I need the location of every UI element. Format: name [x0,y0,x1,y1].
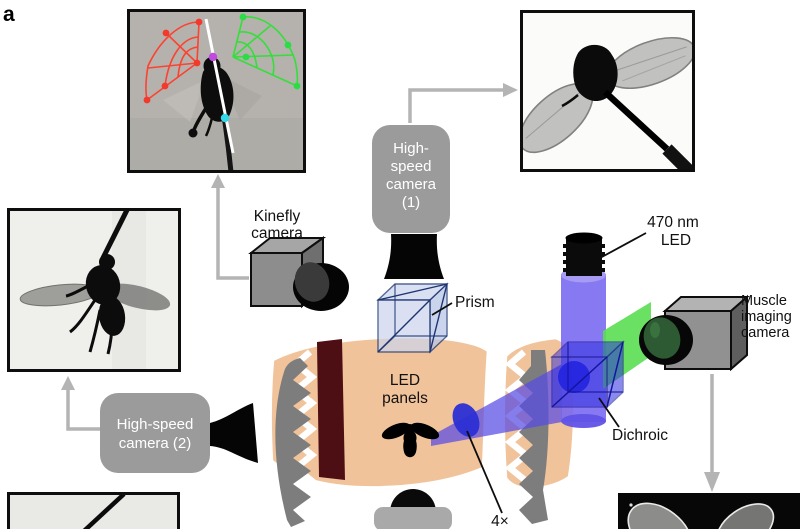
tether-closeup-border [7,492,180,529]
highspeed-camera-2-label-line1: High-speed [117,416,194,433]
highspeed-camera-1-label-line2: speed [391,158,432,175]
highspeed-camera-1-label-line3: camera [386,176,437,193]
left-wing-tracker-fan [145,21,200,101]
arrowhead-highspeed2 [61,376,75,390]
led470-label-line2: LED [661,232,691,249]
bottom-objective-icon [374,489,452,529]
highspeed-camera-2-lens-icon [210,403,258,463]
prism-leader-line [431,302,453,316]
highspeed-camera-1-label-line1: High- [393,140,429,157]
fly-silhouette [188,57,234,173]
objective-leader-line [466,430,503,514]
kinefly-view-photo [127,9,306,173]
highspeed-camera-2-label-line2: camera (2) [119,435,192,452]
tether-closeup-photo [7,492,180,529]
highspeed1-view-photo [520,10,695,172]
arena-left-gap [290,349,318,510]
kinefly-camera-label-line2: camera [251,225,303,242]
muscle-camera-label-line3: camera [741,325,790,341]
highspeed-camera-1-box: High- speed camera (1) [372,125,450,279]
muscle-view-photo [618,493,800,529]
led-panels-label-line1: LED [390,372,420,389]
right-wing-tracker-fan [232,16,299,87]
arrow-to-kinefly-view [216,187,249,280]
head-marker-dot [208,52,218,62]
left-wing-tracker-dots [143,18,203,104]
objective-lens-icon [452,403,480,437]
objective-4x-label: 4× [491,513,509,529]
abdomen-marker-dot [220,113,230,123]
kinefly-camera-label-line1: Kinefly [254,208,301,225]
arena-left-heatsink [275,358,311,527]
fly-icon [381,422,440,458]
arrowhead-muscle [704,472,720,492]
arrow-to-highspeed1-view [408,88,504,123]
muscle-imaging-camera-icon [639,294,750,372]
kinefly-camera-icon [248,236,349,311]
led470-label-line1: 470 nm [647,214,699,231]
led470-leader-line [599,232,647,259]
dichroic-leader-line [598,397,620,428]
highspeed-camera-1-lens-icon [384,234,444,279]
highspeed2-view-photo [7,208,181,372]
kinefly-view-border [127,9,306,173]
prism-label: Prism [455,294,495,311]
highspeed-camera-2-box: High-speed camera (2) [100,393,258,473]
panel-label: a [3,3,15,26]
dichroic-label: Dichroic [612,427,668,444]
body-axis-line [204,18,235,154]
arena-dark-stripe [317,339,345,480]
arrowhead-highspeed1 [503,83,518,97]
highspeed2-view-border [7,208,181,372]
highspeed1-view-border [520,10,695,172]
muscle-camera-label-line1: Muscle [741,293,787,309]
prism-icon [376,282,449,354]
led-panels-label-line2: panels [382,390,428,407]
right-wing-tracker-dots [239,13,301,90]
arrow-to-highspeed2-view [66,389,100,431]
muscle-camera-label-line2: imaging [741,309,792,325]
highspeed-camera-1-label-line4: (1) [402,194,420,211]
dichroic-icon [550,340,625,409]
arrowhead-kinefly [211,174,225,188]
